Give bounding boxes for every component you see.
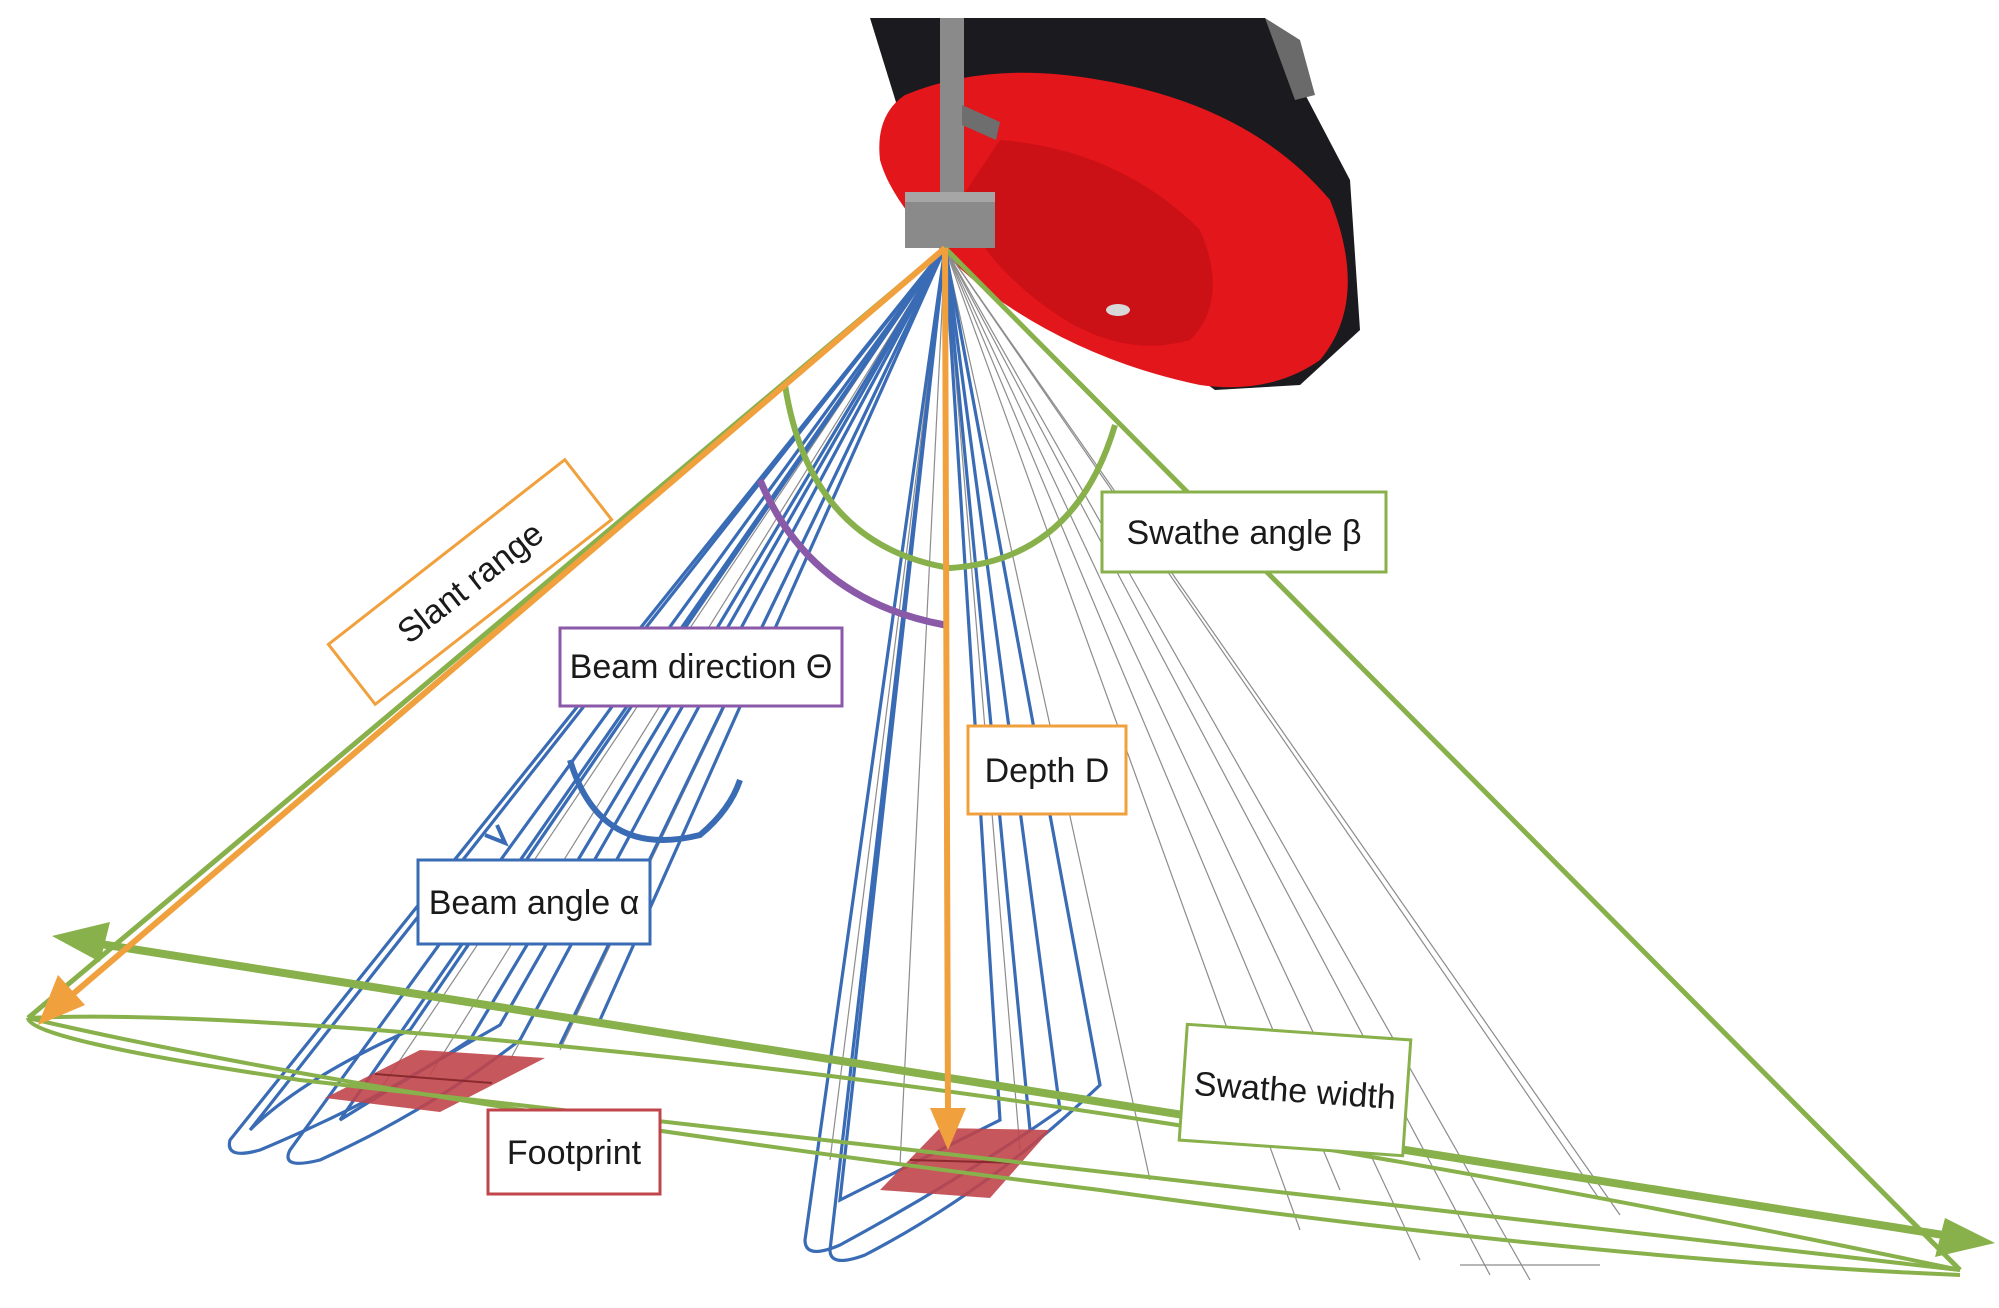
swathe-lines xyxy=(26,246,1962,1277)
slant-range-arrow xyxy=(38,245,947,1025)
label-depth: Depth D xyxy=(966,724,1128,816)
footprint-left-patch xyxy=(325,1050,545,1112)
label-beam-direction: Beam direction Θ xyxy=(558,626,844,708)
svg-text:Footprint: Footprint xyxy=(507,1134,642,1172)
beam-angle-arc xyxy=(484,759,743,847)
svg-text:Beam angle α: Beam angle α xyxy=(429,884,640,922)
footprints xyxy=(325,1050,1050,1198)
label-swathe-angle: Swathe angle β xyxy=(1100,490,1388,574)
transducer xyxy=(905,18,1000,248)
svg-text:Beam direction Θ: Beam direction Θ xyxy=(570,648,833,686)
svg-text:Swathe angle β: Swathe angle β xyxy=(1126,514,1361,552)
label-swathe-width: Swathe width xyxy=(1177,1022,1413,1158)
footprint-center-patch xyxy=(880,1128,1050,1198)
depth-arrow xyxy=(930,247,966,1150)
beam-direction-arc xyxy=(756,478,946,629)
label-footprint: Footprint xyxy=(486,1108,662,1196)
vessel-hull xyxy=(870,18,1360,390)
swathe-width-arrow xyxy=(52,922,1995,1257)
label-beam-angle: Beam angle α xyxy=(416,858,652,946)
swathe-angle-arc xyxy=(782,384,1118,572)
svg-text:Depth D: Depth D xyxy=(985,752,1110,790)
